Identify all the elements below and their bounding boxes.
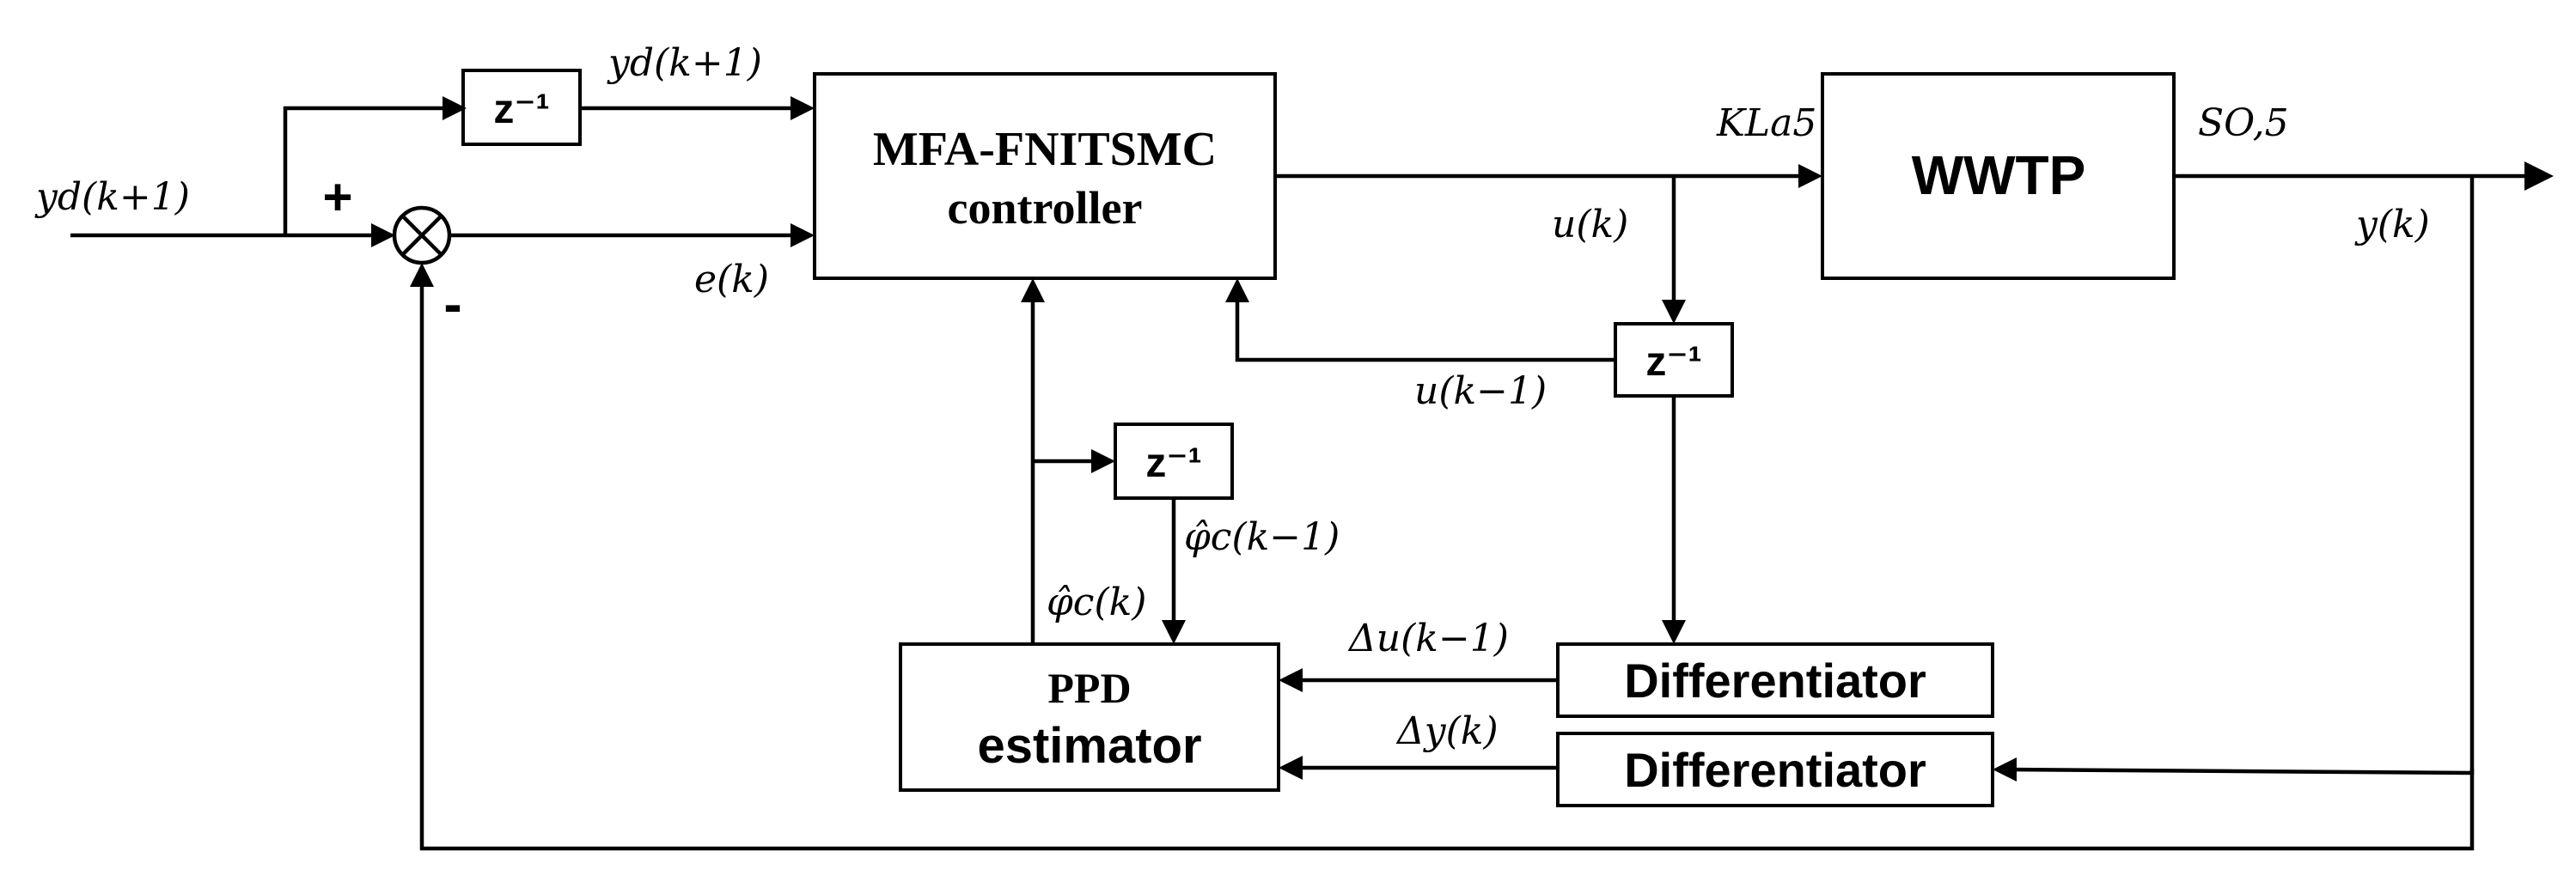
signal-lines (70, 96, 2554, 851)
delay-block-phi: z⁻¹ (1114, 423, 1234, 500)
plant-title: WWTP (1912, 144, 2086, 206)
error-label: e(k) (694, 258, 769, 301)
phi-k-minus-1-label: φ̂c(k−1) (1184, 515, 1340, 559)
controller-title: MFA-FNITSMC (873, 123, 1217, 176)
delay-phi-label: z⁻¹ (1145, 441, 1201, 486)
plus-sign: + (322, 168, 352, 226)
differentiator-u-block: Differentiator (1556, 642, 1994, 718)
so5-label: SO,5 (2198, 101, 2289, 145)
ppd-subtitle: estimator (977, 718, 1201, 774)
delay-yd-label: z⁻¹ (493, 87, 549, 132)
yd-delayed-label: yd(k+1) (607, 41, 762, 85)
delta-u-label: Δu(k−1) (1347, 617, 1509, 660)
controller-subtitle: controller (948, 182, 1143, 234)
delay-u-label: z⁻¹ (1645, 339, 1701, 385)
ppd-estimator-block: PPD estimator (899, 642, 1280, 792)
y-k-label: y(k) (2354, 203, 2430, 246)
differentiator-u-label: Differentiator (1624, 654, 1926, 708)
delay-block-yd: z⁻¹ (461, 69, 582, 146)
delay-block-u: z⁻¹ (1614, 322, 1734, 398)
u-k-label: u(k) (1552, 203, 1628, 246)
kla5-label: KLa5 (1716, 101, 1816, 145)
delta-y-label: Δy(k) (1395, 709, 1499, 753)
phi-k-label: φ̂c(k) (1047, 581, 1146, 624)
differentiator-y-block: Differentiator (1556, 732, 1994, 807)
controller-block: MFA-FNITSMC controller (813, 72, 1277, 280)
wwtp-plant-block: WWTP (1821, 72, 2176, 280)
minus-sign: - (443, 273, 461, 335)
differentiator-y-label: Differentiator (1624, 743, 1926, 797)
yd-input-label: yd(k+1) (34, 175, 190, 219)
signal-labels: yd(k+1) yd(k+1) e(k) KLa5 u(k) SO,5 y(k)… (34, 41, 2430, 753)
summing-junction: + - (322, 168, 461, 335)
ppd-title: PPD (1047, 664, 1131, 712)
u-k-minus-1-label: u(k−1) (1414, 369, 1547, 413)
